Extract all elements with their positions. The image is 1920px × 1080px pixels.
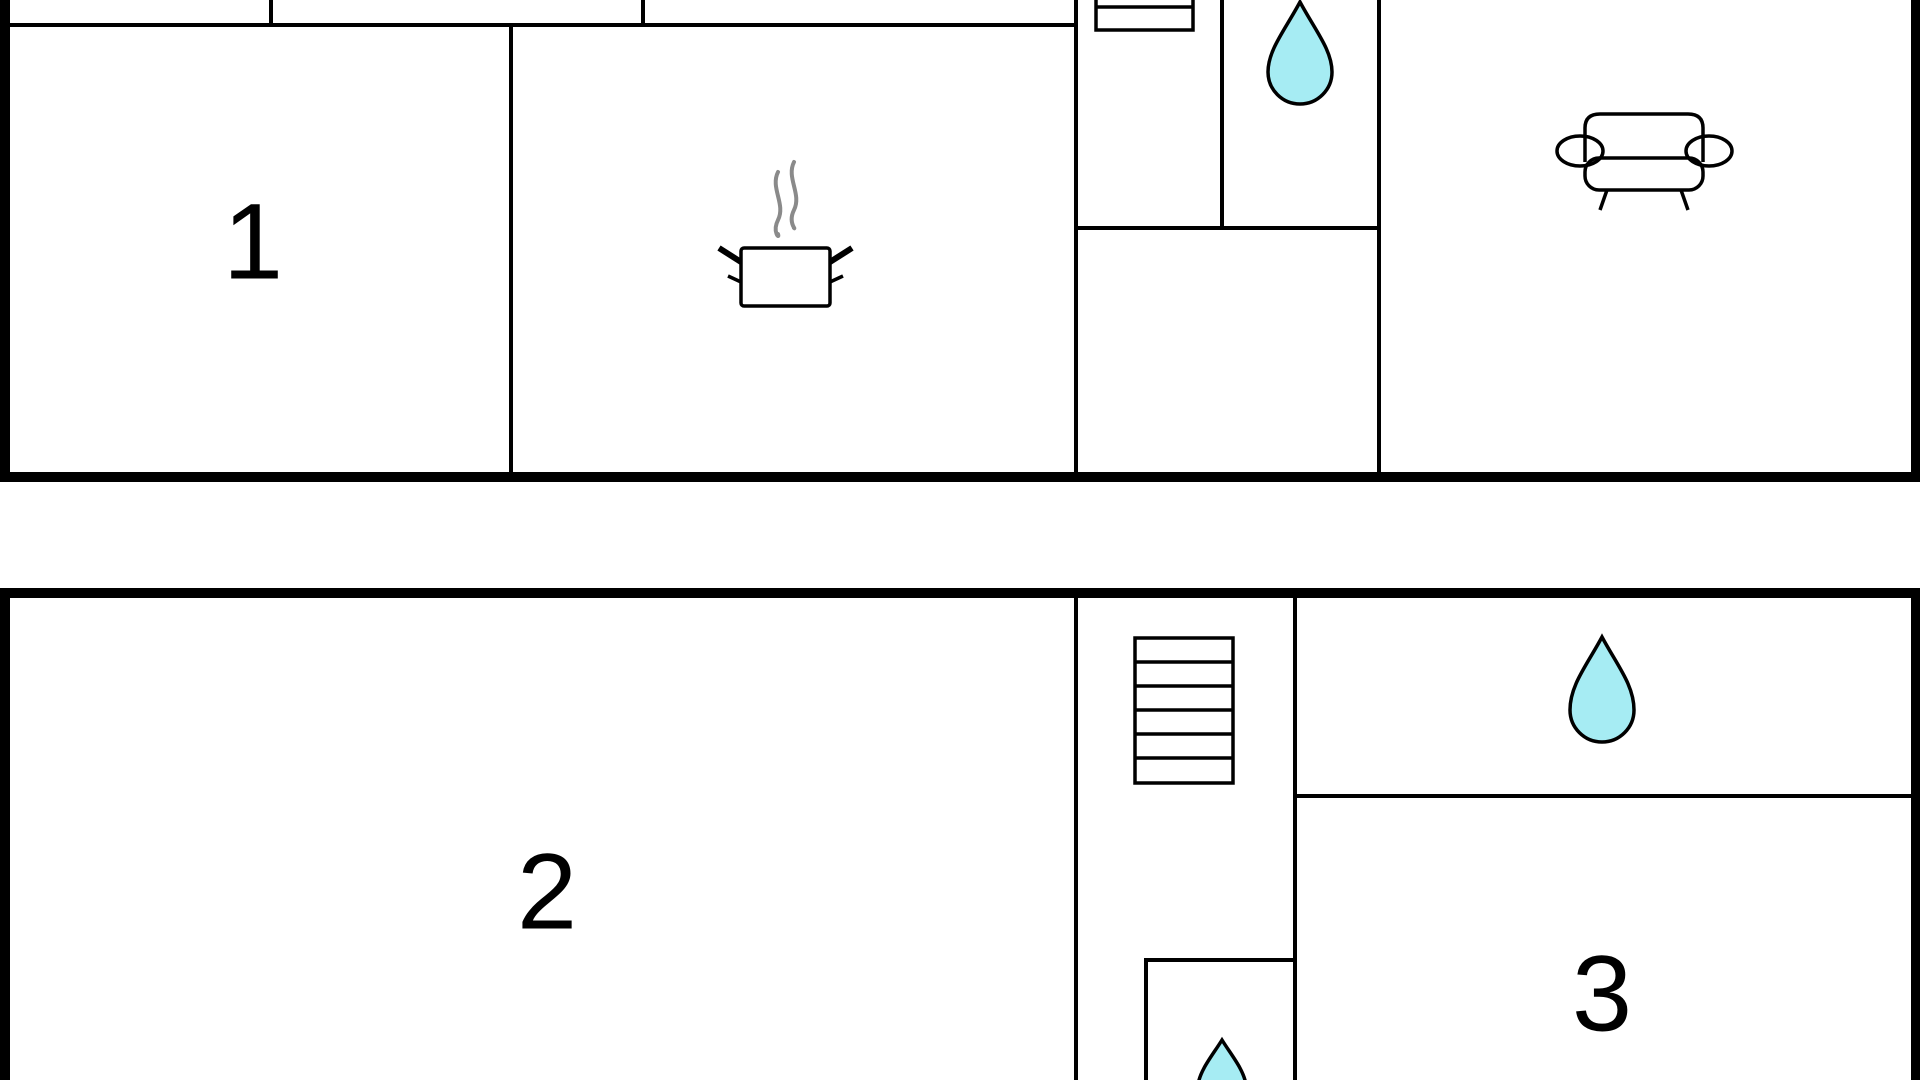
water-drop-icon [1266, 0, 1334, 106]
stairs-icon [1133, 636, 1235, 785]
room-2-label: 2 [517, 831, 577, 952]
water-drop-icon [1197, 1036, 1247, 1080]
sofa-icon [1555, 112, 1734, 211]
upper-floor: 1 [0, 0, 1920, 482]
water-drop-icon [1568, 633, 1636, 744]
room-1-label: 1 [223, 181, 283, 302]
room-3-label: 3 [1572, 933, 1632, 1054]
lower-floor-outline [0, 588, 1920, 1080]
stairs-icon [1094, 0, 1195, 32]
lower-floor: 2 3 [0, 588, 1920, 1080]
upper-floor-outline [0, 0, 1920, 482]
cooking-pot-icon [717, 160, 854, 308]
